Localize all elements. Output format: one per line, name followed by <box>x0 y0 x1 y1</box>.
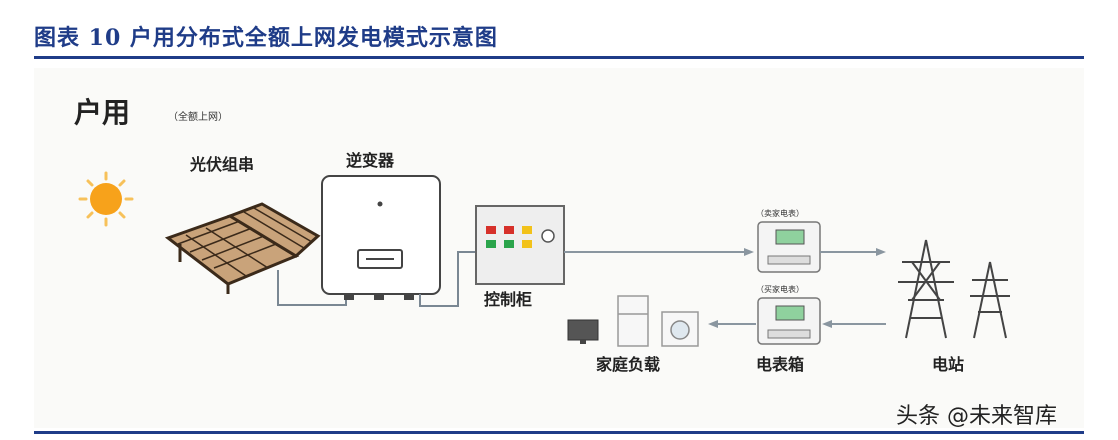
washing-machine-icon <box>661 311 699 347</box>
refrigerator-icon <box>617 295 649 347</box>
solar-panel-icon <box>164 202 321 294</box>
heading-main: 户用 <box>74 96 130 129</box>
sell-meter-icon <box>757 221 821 273</box>
power-tower-small-icon <box>970 261 1010 339</box>
household-load-label: 家庭负载 <box>596 355 660 374</box>
sun-icon <box>78 171 134 227</box>
heading-sub: （全额上网） <box>168 110 228 123</box>
power-tower-icon <box>898 239 954 339</box>
bottom-rule <box>34 431 1084 434</box>
inverter-label: 逆变器 <box>346 151 395 170</box>
buy-meter-icon <box>757 297 821 345</box>
inverter-icon <box>321 175 441 300</box>
top-rule <box>34 56 1084 59</box>
power-station-label: 电站 <box>932 355 964 374</box>
wire-inverter-cabinet <box>419 251 476 307</box>
sell-meter-label: （卖家电表） <box>756 208 804 218</box>
figure-title: 图表 10 户用分布式全额上网发电模式示意图 <box>34 25 498 51</box>
buy-meter-label: （买家电表） <box>756 284 804 294</box>
watermark: 头条 @未来智库 <box>896 404 1057 429</box>
pv-string-label: 光伏组串 <box>189 155 254 174</box>
control-cabinet-icon <box>475 205 565 285</box>
control-cabinet-label: 控制柜 <box>484 290 532 309</box>
meter-box-label: 电表箱 <box>756 355 804 374</box>
tv-icon <box>567 319 599 344</box>
